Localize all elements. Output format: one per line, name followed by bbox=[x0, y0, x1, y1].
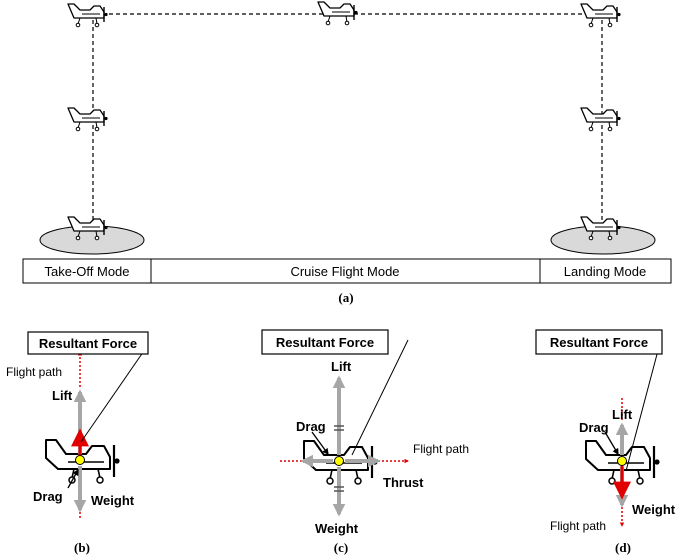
mode-landing: Landing Mode bbox=[564, 264, 646, 279]
mode-cruise: Cruise Flight Mode bbox=[290, 264, 399, 279]
weight-label: Weight bbox=[632, 502, 676, 517]
lift-label: Lift bbox=[612, 407, 633, 422]
drag-label: Drag bbox=[579, 420, 609, 435]
panel-d: Resultant Force Lift Drag Weight Flight … bbox=[535, 329, 676, 555]
panel-b: Resultant Force Flight path Lift Drag We… bbox=[6, 331, 149, 555]
caption-b: (b) bbox=[74, 540, 90, 555]
drag-pointer bbox=[67, 468, 79, 489]
cg-dot-icon bbox=[334, 456, 344, 466]
callout-label: Resultant Force bbox=[276, 335, 374, 350]
callout-box bbox=[535, 329, 663, 355]
drag-pointer bbox=[604, 431, 619, 456]
drag-label: Drag bbox=[33, 489, 63, 504]
lift-label: Lift bbox=[52, 388, 73, 403]
callout-label: Resultant Force bbox=[550, 335, 648, 350]
weight-label: Weight bbox=[91, 493, 135, 508]
drag-label: Drag bbox=[296, 419, 326, 434]
caption-d: (d) bbox=[615, 540, 631, 555]
equal-marks bbox=[334, 425, 344, 492]
flight-path-label: Flight path bbox=[413, 442, 469, 456]
weight-label: Weight bbox=[315, 521, 359, 536]
callout-box bbox=[27, 331, 149, 355]
airplane-icon bbox=[67, 3, 109, 28]
trajectory-path bbox=[92, 13, 603, 220]
panel-c: Resultant Force Lift Drag Flight path Th… bbox=[261, 329, 469, 555]
callout-label: Resultant Force bbox=[39, 336, 137, 351]
mode-takeoff: Take-Off Mode bbox=[44, 264, 129, 279]
flight-path-label: Flight path bbox=[6, 365, 62, 379]
drag-pointer bbox=[311, 431, 329, 456]
cg-dot-icon bbox=[617, 456, 627, 466]
thrust-label: Thrust bbox=[383, 475, 424, 490]
callout-leader bbox=[625, 342, 661, 472]
callout-leader bbox=[351, 339, 409, 456]
airplane-icon bbox=[580, 3, 622, 28]
panel-a: Take-Off Mode Cruise Flight Mode Landing… bbox=[22, 1, 672, 305]
cg-dot-icon bbox=[75, 455, 85, 465]
airplane-icon bbox=[580, 107, 622, 132]
flight-path-label: Flight path bbox=[550, 519, 606, 533]
caption-c: (c) bbox=[334, 540, 348, 555]
caption-a: (a) bbox=[338, 290, 353, 305]
airplane-icon bbox=[317, 1, 359, 26]
callout-leader bbox=[80, 344, 149, 443]
lift-label: Lift bbox=[331, 359, 352, 374]
airplane-icon bbox=[67, 107, 109, 132]
callout-box bbox=[261, 329, 389, 355]
mode-bar: Take-Off Mode Cruise Flight Mode Landing… bbox=[22, 258, 672, 284]
